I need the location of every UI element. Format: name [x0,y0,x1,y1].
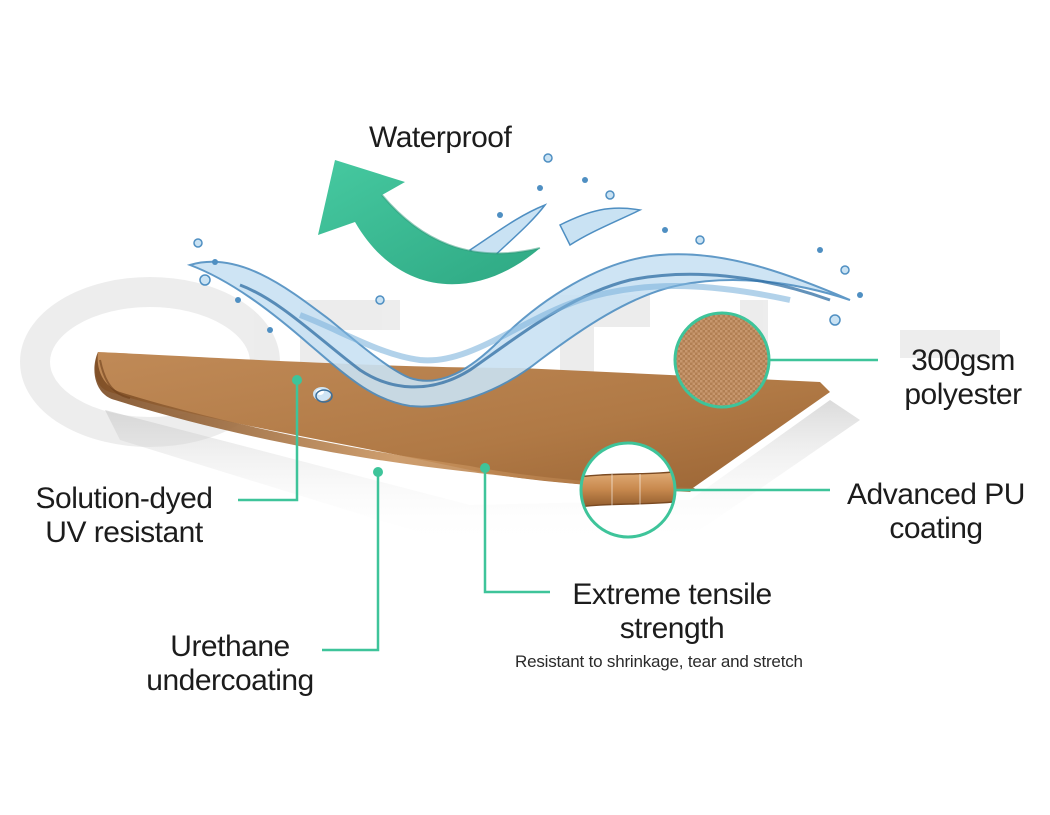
tensile-line2: strength [619,612,725,645]
leader-urethane [322,472,380,652]
pu-line2: coating [889,512,983,545]
dot-urethane [373,467,383,477]
pu-line1: Advanced PU [847,478,1025,511]
waterproof-text: Waterproof [369,121,512,154]
dot-tensile [480,463,490,473]
tensile-subtitle: Resistant to shrinkage, tear and stretch [515,652,803,671]
leader-tensile [483,468,550,594]
curved-arrow-icon [318,160,541,285]
label-waterproof: Waterproof [369,121,512,155]
label-tensile-strength: Extreme tensile strength [555,578,789,646]
dyed-line2: UV resistant [45,516,203,549]
urethane-line2: undercoating [146,664,314,697]
tensile-line1: Extreme tensile [572,578,772,611]
label-solution-dyed: Solution-dyed UV resistant [22,482,226,550]
dyed-line1: Solution-dyed [35,482,213,515]
urethane-line1: Urethane [170,630,290,663]
dot-dyed [292,375,302,385]
leader-dots [292,375,490,477]
label-urethane: Urethane undercoating [130,630,330,698]
leader-dyed [238,380,299,502]
coating-cross-section-icon [579,441,677,539]
label-pu-coating: Advanced PU coating [840,478,1032,546]
polyester-line2: polyester [904,378,1022,411]
polyester-line1: 300gsm [911,344,1015,377]
water-droplet-icon [313,387,333,403]
leader-lines [238,358,878,652]
fabric-weave-icon [673,311,771,409]
water-splash-icon [186,153,863,408]
label-polyester: 300gsm polyester [893,344,1033,412]
